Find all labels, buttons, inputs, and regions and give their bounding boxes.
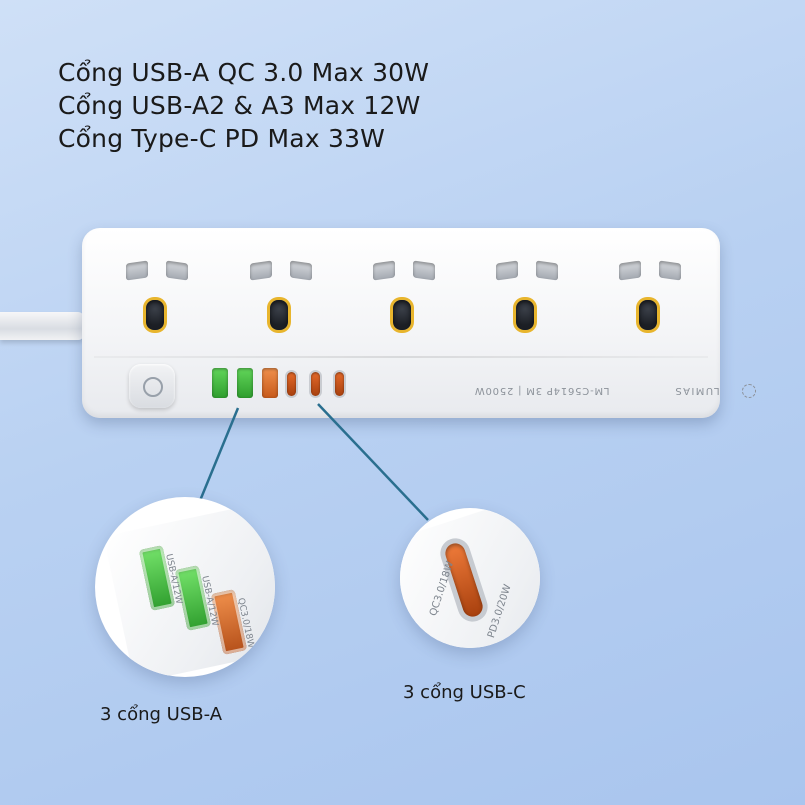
model-label: LM-C5614P 3M | 2500W [474, 385, 610, 396]
outlet-earth [146, 300, 164, 330]
callout-line-usb-c [317, 403, 429, 521]
brand-logo-icon [742, 384, 756, 398]
outlet-slot [496, 260, 518, 281]
outlet-2 [236, 248, 326, 348]
outlet-slot [166, 260, 188, 281]
outlet-earth [639, 300, 657, 330]
spec-line-usb-a-qc: Cổng USB-A QC 3.0 Max 30W [58, 58, 430, 87]
outlet-slot [659, 260, 681, 281]
outlet-earth [270, 300, 288, 330]
spec-line-usb-a2-a3: Cổng USB-A2 & A3 Max 12W [58, 91, 421, 120]
outlet-5 [605, 248, 695, 348]
spec-headline: Cổng USB-A QC 3.0 Max 30W Cổng USB-A2 & … [58, 56, 429, 155]
outlet-slot [413, 260, 435, 281]
usb-c-port-1 [287, 372, 296, 396]
caption-usb-a: 3 cổng USB-A [100, 704, 223, 725]
outlet-4 [482, 248, 572, 348]
power-switch-button [129, 364, 175, 408]
power-strip: LM-C5614P 3M | 2500W LUMIAS [82, 228, 756, 418]
power-icon [143, 377, 163, 397]
spec-line-type-c: Cổng Type-C PD Max 33W [58, 124, 386, 153]
outlet-slot [619, 260, 641, 281]
strip-divider [94, 356, 708, 358]
zoom-usb-a: USB-A/12W USB-A/12W QC3.0/18W [95, 497, 275, 677]
usb-a-port-2 [237, 368, 253, 398]
outlet-1 [112, 248, 202, 348]
outlet-earth [516, 300, 534, 330]
zoom-usb-c: QC3.0/18W PD3.0/20W [400, 508, 540, 648]
caption-usb-c: 3 cổng USB-C [403, 682, 526, 703]
outlet-3 [359, 248, 449, 348]
outlet-slot [536, 260, 558, 281]
outlet-slot [290, 260, 312, 281]
usb-c-port-2 [311, 372, 320, 396]
usb-a-port-3 [262, 368, 278, 398]
outlet-earth [393, 300, 411, 330]
usb-a-port-1 [212, 368, 228, 398]
outlet-slot [250, 260, 272, 281]
usb-c-port-3 [335, 372, 344, 396]
power-cable [0, 312, 84, 340]
outlet-slot [126, 260, 148, 281]
brand-label: LUMIAS [674, 385, 720, 396]
outlet-slot [373, 260, 395, 281]
